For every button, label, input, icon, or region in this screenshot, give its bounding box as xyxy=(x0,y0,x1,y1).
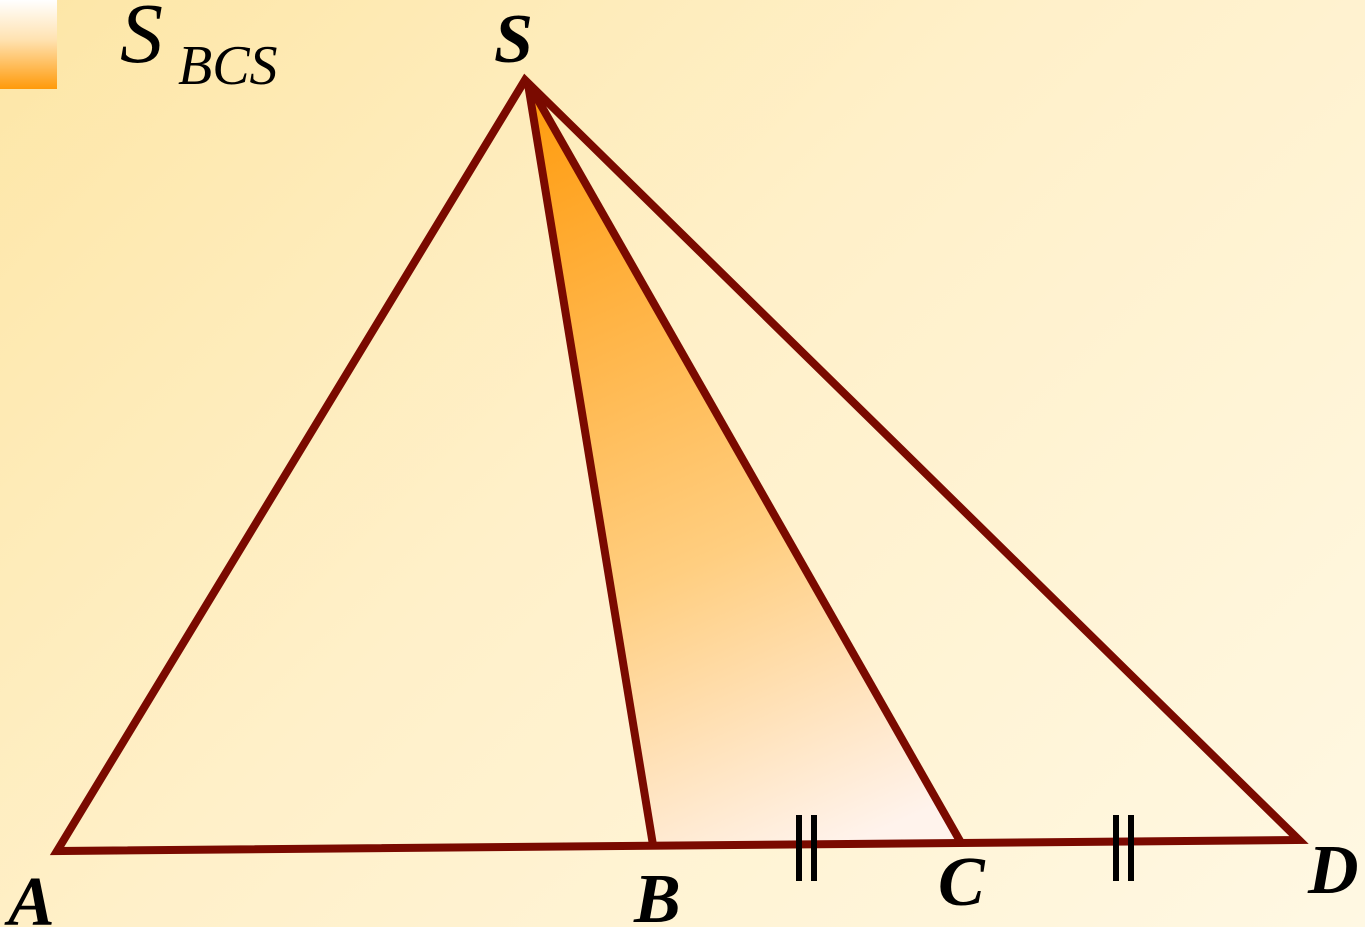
legend-area-symbol: S xyxy=(120,0,163,81)
point-label-b: B xyxy=(633,861,681,927)
point-label-s: S xyxy=(494,1,533,78)
segment-sb xyxy=(524,83,657,846)
point-label-d: D xyxy=(1307,832,1359,909)
equal-tick-bc xyxy=(796,815,817,881)
triangle-sad-outline xyxy=(49,73,1309,856)
legend-area-subscript: BCS xyxy=(178,35,278,97)
legend-swatch xyxy=(0,0,57,89)
point-label-c: C xyxy=(938,844,986,921)
segment-sc xyxy=(526,84,964,843)
point-label-a: A xyxy=(4,864,55,927)
equal-tick-cd xyxy=(1113,815,1134,881)
